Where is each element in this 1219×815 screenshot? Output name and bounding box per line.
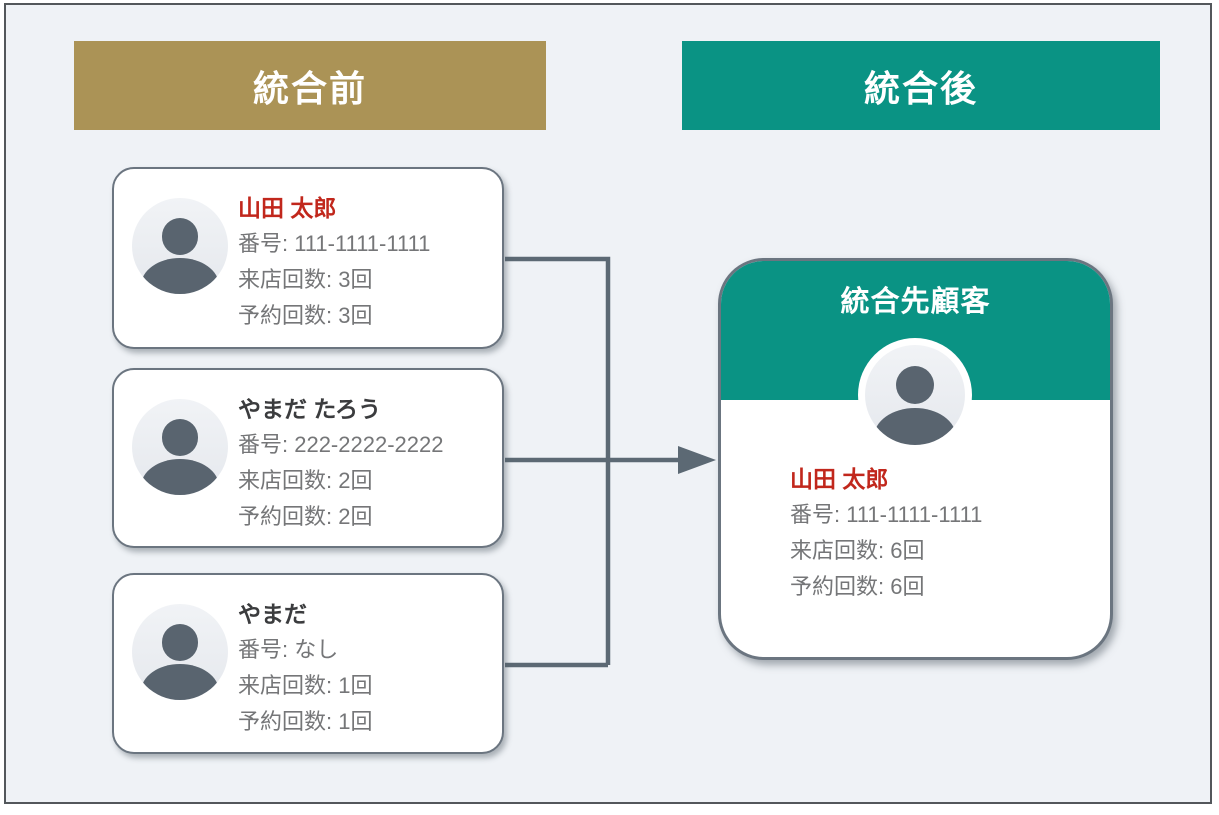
header-after-label: 統合後 bbox=[863, 67, 978, 109]
person-icon bbox=[140, 258, 220, 294]
person-icon bbox=[140, 459, 220, 495]
customer-details: 山田 太郎 番号: 111-1111-1111 来店回数: 6回 予約回数: 6… bbox=[790, 461, 982, 605]
person-icon bbox=[874, 408, 956, 445]
merged-card-title: 統合先顧客 bbox=[840, 286, 991, 318]
customer-visits: 来店回数: 3回 bbox=[238, 267, 373, 292]
customer-visits: 来店回数: 6回 bbox=[790, 538, 925, 563]
customer-phone: 番号: 111-1111-1111 bbox=[790, 502, 983, 527]
avatar bbox=[132, 198, 228, 294]
customer-details: やまだ 番号: なし 来店回数: 1回 予約回数: 1回 bbox=[238, 596, 372, 740]
merged-customer-card: 統合先顧客 山田 太郎 番号: 111-1111-1111 来店回数: 6回 予… bbox=[718, 258, 1113, 660]
customer-details: 山田 太郎 番号: 111-1111-1111 来店回数: 3回 予約回数: 3… bbox=[238, 190, 430, 334]
customer-name: やまだ bbox=[238, 601, 307, 627]
customer-reservations: 予約回数: 2回 bbox=[238, 504, 373, 529]
source-customer-card-2: やまだ たろう 番号: 222-2222-2222 来店回数: 2回 予約回数:… bbox=[112, 368, 504, 548]
avatar-ring bbox=[858, 338, 972, 452]
customer-name: 山田 太郎 bbox=[790, 466, 889, 492]
header-before-merge: 統合前 bbox=[74, 41, 546, 130]
customer-phone: 番号: なし bbox=[238, 637, 339, 662]
customer-visits: 来店回数: 2回 bbox=[238, 468, 373, 493]
customer-reservations: 予約回数: 6回 bbox=[790, 574, 925, 599]
customer-reservations: 予約回数: 3回 bbox=[238, 303, 373, 328]
customer-name: やまだ たろう bbox=[238, 396, 382, 422]
person-icon bbox=[140, 664, 220, 700]
customer-phone: 番号: 222-2222-2222 bbox=[238, 432, 444, 457]
customer-details: やまだ たろう 番号: 222-2222-2222 来店回数: 2回 予約回数:… bbox=[238, 391, 443, 535]
customer-visits: 来店回数: 1回 bbox=[238, 673, 373, 698]
customer-phone: 番号: 111-1111-1111 bbox=[238, 231, 431, 256]
avatar bbox=[132, 604, 228, 700]
header-before-label: 統合前 bbox=[252, 67, 367, 109]
person-icon bbox=[161, 218, 199, 255]
avatar bbox=[865, 345, 965, 445]
avatar bbox=[132, 399, 228, 495]
source-customer-card-3: やまだ 番号: なし 来店回数: 1回 予約回数: 1回 bbox=[112, 573, 504, 754]
person-icon bbox=[896, 366, 934, 404]
customer-name: 山田 太郎 bbox=[238, 195, 337, 221]
person-icon bbox=[161, 624, 199, 661]
customer-reservations: 予約回数: 1回 bbox=[238, 709, 373, 734]
source-customer-card-1: 山田 太郎 番号: 111-1111-1111 来店回数: 3回 予約回数: 3… bbox=[112, 167, 504, 349]
header-after-merge: 統合後 bbox=[682, 41, 1160, 130]
person-icon bbox=[161, 419, 199, 456]
